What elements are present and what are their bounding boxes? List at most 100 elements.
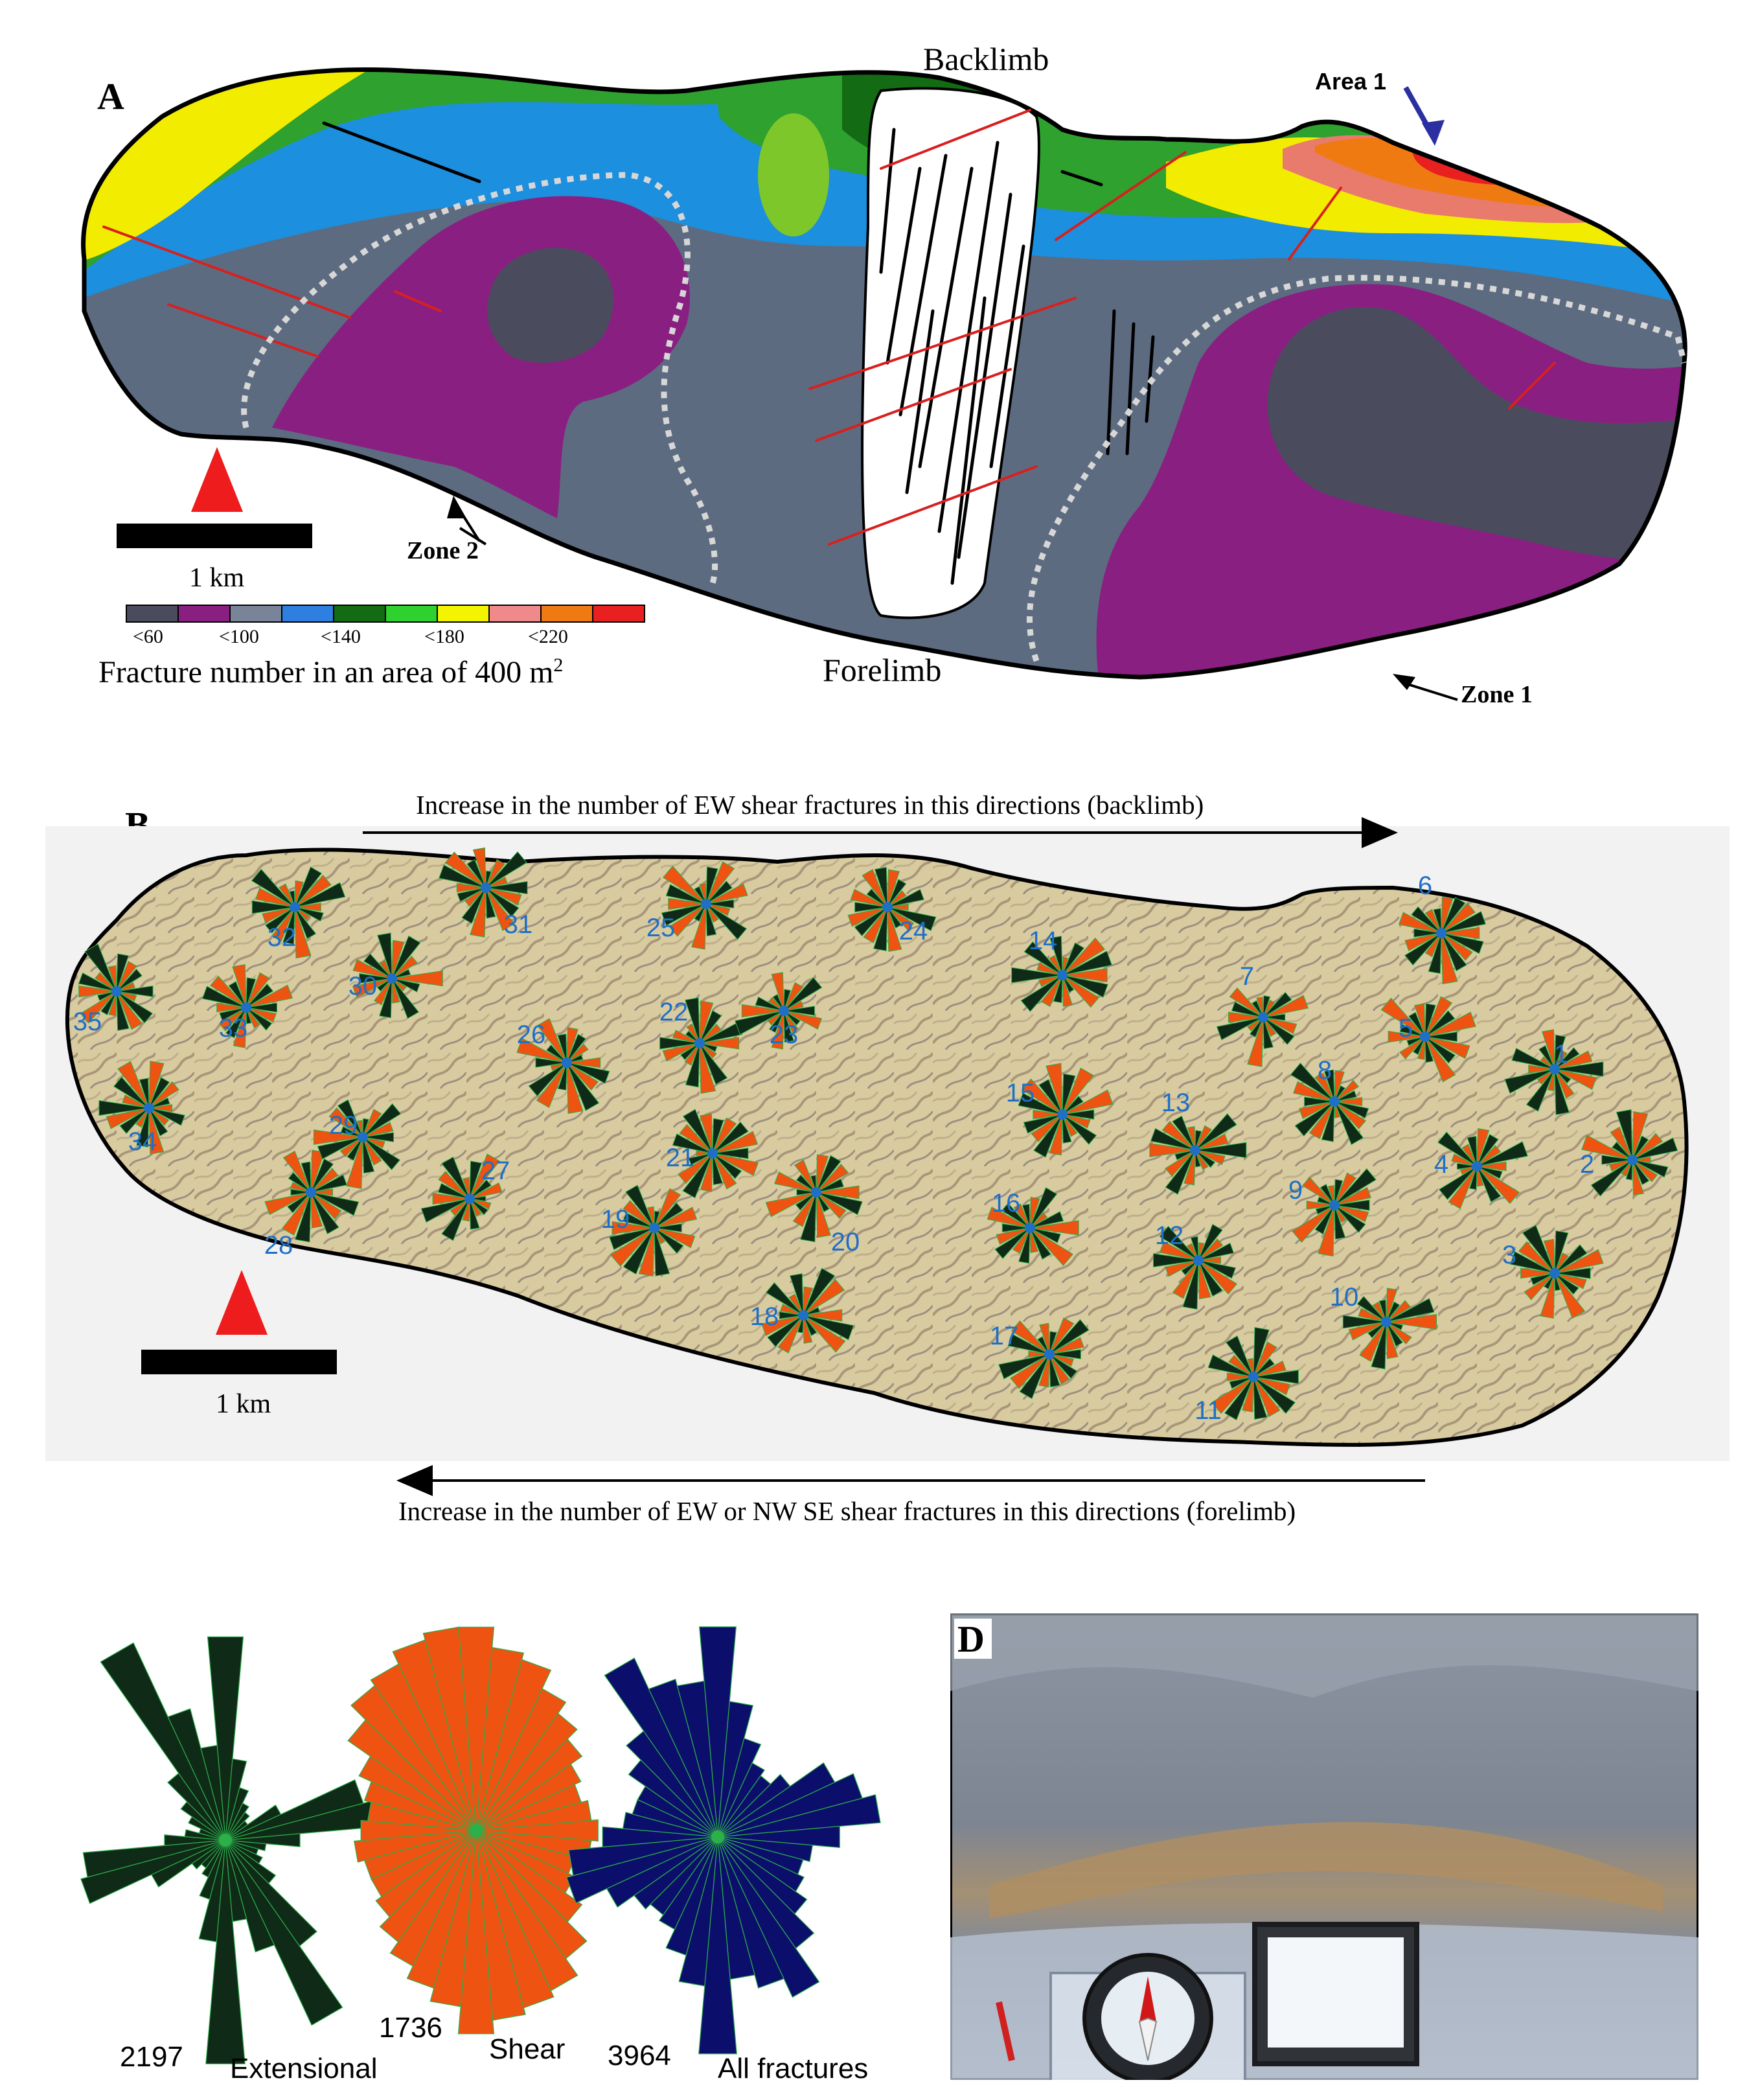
- rose-petal: [1476, 1166, 1502, 1203]
- area-1-label: Area 1: [1315, 68, 1387, 95]
- rose-petal: [1012, 1227, 1031, 1254]
- rose-petal: [686, 1023, 700, 1044]
- rose-petal: [665, 884, 707, 905]
- rose-petal: [139, 1078, 150, 1109]
- rose-petal: [1028, 1350, 1050, 1358]
- rose-petal: [654, 1202, 683, 1229]
- rose-petal: [246, 1002, 277, 1013]
- rose-petal: [294, 906, 324, 922]
- rose-petal: [1547, 1068, 1555, 1092]
- rose-petal: [557, 1062, 567, 1091]
- rose-petal: [1554, 1252, 1569, 1274]
- rose-petal: [1062, 951, 1113, 976]
- rose-petal: [1334, 1199, 1370, 1211]
- rose-petal: [1224, 1376, 1254, 1421]
- rose-petal: [1293, 1081, 1335, 1102]
- rose-petal: [1371, 1321, 1387, 1370]
- rose-petal: [119, 1107, 150, 1135]
- rose-petal: [456, 883, 486, 893]
- rose-petal: [1554, 1068, 1597, 1090]
- rose-diagram-shear: [347, 1626, 599, 2035]
- shear-count: 1736: [379, 2012, 442, 2044]
- rose-petal: [246, 1007, 273, 1031]
- rose-petal: [1509, 1251, 1555, 1274]
- rose-petal: [1441, 932, 1473, 961]
- rose-site-4: 4: [1434, 1128, 1528, 1210]
- rose-petal: [566, 1057, 601, 1068]
- rose-petal: [1062, 1114, 1097, 1145]
- rose-petal: [625, 1184, 655, 1229]
- rose-petal: [1263, 1017, 1295, 1045]
- rose-petal: [1413, 929, 1442, 938]
- rose-petal: [684, 1043, 700, 1066]
- rose-petal: [1195, 1149, 1209, 1170]
- site-number-label: 1: [1554, 1040, 1568, 1068]
- rose-petal: [887, 890, 907, 908]
- rose-petal: [887, 906, 902, 952]
- rose-petal: [1632, 1135, 1649, 1160]
- rose-site-29: 29: [313, 1099, 402, 1190]
- rose-petal: [777, 1315, 804, 1354]
- rose-petal: [310, 1192, 339, 1235]
- rose-petal: [1198, 1256, 1221, 1264]
- rose-petal: [108, 965, 117, 992]
- rose-petal: [1253, 1360, 1286, 1378]
- rose-petal: [1424, 932, 1442, 958]
- rose-petal: [1172, 1115, 1196, 1151]
- site-point: [1057, 1109, 1068, 1120]
- rose-petal: [712, 1153, 742, 1179]
- rose-petal: [116, 991, 154, 1024]
- rose-petal: [1029, 1220, 1079, 1236]
- legend-tick-180: <180: [424, 626, 464, 647]
- rose-petal: [1334, 1205, 1369, 1223]
- top-arrow-text: Increase in the number of EW shear fract…: [416, 790, 1204, 820]
- rose-petal: [1294, 1101, 1335, 1137]
- rose-petal: [996, 1227, 1031, 1245]
- rose-petal: [1049, 1354, 1074, 1367]
- rose-petal: [783, 1000, 804, 1011]
- rose-petal: [1018, 1092, 1063, 1115]
- site-point: [1329, 1096, 1340, 1107]
- rose-petal: [1253, 1327, 1270, 1378]
- rose-petal: [566, 1027, 578, 1063]
- rose-petal: [317, 1137, 363, 1160]
- site-point: [1193, 1255, 1204, 1265]
- rose-petal: [1386, 1321, 1412, 1345]
- site-point: [1549, 1064, 1560, 1074]
- rose-petal: [1062, 975, 1108, 998]
- rose-petal: [705, 883, 748, 905]
- site-number-label: 30: [349, 972, 378, 1000]
- rose-petal: [339, 1137, 363, 1157]
- rose-petal: [516, 1037, 567, 1063]
- rose-petal: [1441, 903, 1476, 934]
- rose-petal: [469, 1179, 492, 1199]
- rose-petal: [1049, 1319, 1090, 1355]
- rose-petal: [609, 1227, 655, 1251]
- rose-petal: [1632, 1159, 1669, 1178]
- rose-petal: [1433, 908, 1442, 934]
- rose-petal: [794, 1159, 817, 1193]
- rose-petal: [712, 1121, 749, 1154]
- rose-petal: [117, 1061, 150, 1109]
- rose-petal: [148, 1077, 170, 1109]
- rose-petal: [887, 903, 909, 911]
- rose-petal: [294, 866, 323, 908]
- scale-bar: [117, 524, 312, 548]
- rose-petal: [1404, 932, 1442, 952]
- rose-petal: [800, 1192, 817, 1243]
- site-point: [1057, 970, 1068, 980]
- site-number-label: 19: [601, 1205, 630, 1234]
- rose-petal: [1253, 1376, 1291, 1396]
- rose-site-17: 17: [990, 1317, 1090, 1400]
- rose-petal: [765, 1192, 817, 1217]
- rose-petal: [246, 1007, 260, 1028]
- rose-petal: [1062, 1089, 1114, 1115]
- rose-petal: [1062, 968, 1108, 982]
- rose-petal: [310, 1192, 360, 1216]
- rose-petal: [850, 888, 888, 908]
- rose-petal: [1334, 1101, 1364, 1146]
- rose-site-5: 5: [1380, 996, 1476, 1083]
- north-arrow-icon: [191, 447, 243, 512]
- rose-petal: [1229, 987, 1264, 1018]
- rose-petal: [294, 880, 304, 908]
